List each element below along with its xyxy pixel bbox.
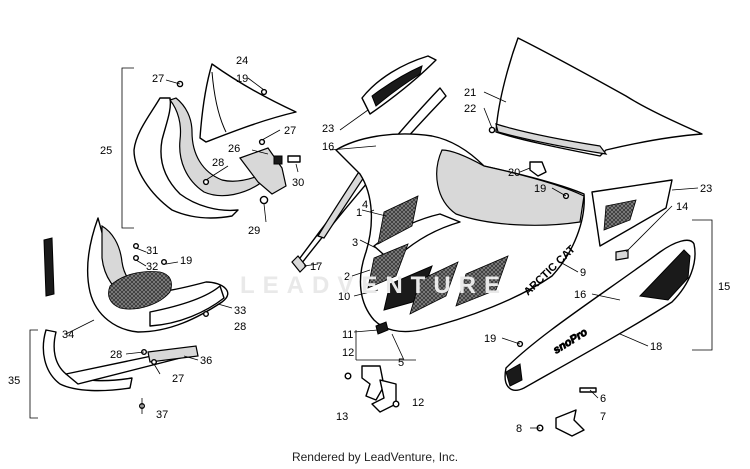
screw-12a[interactable] [344, 372, 352, 380]
hood-vent-left[interactable] [367, 243, 409, 289]
callout-34: 34 [62, 329, 74, 341]
hood-vent-upper[interactable] [377, 195, 419, 245]
hood-vent-right[interactable] [409, 261, 459, 315]
footer-credit: Rendered by LeadVenture, Inc. [291, 450, 459, 464]
windshield-lower-band [495, 123, 608, 155]
callout-20: 20 [508, 167, 520, 179]
callout-2: 2 [344, 271, 350, 283]
callout-32: 32 [146, 261, 158, 273]
bumper-plate-36[interactable] [147, 345, 199, 363]
callout-7: 7 [600, 411, 606, 423]
side-panel-tip [505, 363, 523, 387]
side-panel-dark-stripe [638, 249, 691, 301]
callout-36: 36 [200, 355, 212, 367]
callout-12: 12 [412, 397, 424, 409]
callout-15: 15 [718, 281, 730, 293]
callout-27: 27 [284, 125, 296, 137]
callout-33: 33 [234, 305, 246, 317]
upper-nose-cover[interactable] [133, 97, 239, 219]
hood-bracket-right[interactable] [371, 379, 397, 413]
side-vent-mesh [603, 199, 637, 231]
callout-16: 16 [322, 141, 334, 153]
callout-30: 30 [292, 177, 304, 189]
washer-29[interactable] [259, 195, 269, 205]
callout-29: 29 [248, 225, 260, 237]
callout-16: 16 [574, 289, 586, 301]
hood-bracket-left[interactable] [361, 365, 385, 401]
screw-22[interactable] [488, 126, 496, 134]
bolt-6[interactable] [579, 387, 597, 393]
callout-6: 6 [600, 393, 606, 405]
callout-18: 18 [650, 341, 662, 353]
hood-vent-far-right[interactable] [455, 255, 509, 307]
windshield[interactable] [495, 37, 703, 157]
callout-35: 35 [8, 375, 20, 387]
callout-1: 1 [356, 207, 362, 219]
callout-19: 19 [236, 73, 248, 85]
callout-28: 28 [212, 157, 224, 169]
screw-19a[interactable] [260, 88, 268, 96]
callout-26: 26 [228, 143, 240, 155]
leader-lines [65, 77, 699, 429]
callout-19: 19 [484, 333, 496, 345]
callout-13: 13 [336, 411, 348, 423]
upper-vent-dark [371, 65, 423, 107]
callout-4: 4 [362, 199, 368, 211]
callout-10: 10 [338, 291, 350, 303]
callout-23: 23 [700, 183, 712, 195]
headlight-cover-inner [211, 71, 227, 133]
bracket-7[interactable] [555, 409, 585, 437]
hood-windshield-recess [436, 149, 585, 226]
screw-31[interactable] [132, 242, 139, 249]
bracket-15 [692, 219, 713, 351]
callout-19: 19 [534, 183, 546, 195]
callout-24: 24 [236, 55, 248, 67]
callout-31: 31 [146, 245, 158, 257]
bracket-25 [121, 67, 134, 229]
callout-28: 28 [234, 321, 246, 333]
callout-3: 3 [352, 237, 358, 249]
callout-14: 14 [676, 201, 688, 213]
screw-28a[interactable] [202, 178, 210, 186]
callout-21: 21 [464, 87, 476, 99]
bracket-clip [273, 155, 283, 165]
screw-19b[interactable] [160, 259, 167, 266]
callout-9: 9 [580, 267, 586, 279]
callout-28: 28 [110, 349, 122, 361]
headlight-cover[interactable] [199, 63, 297, 143]
screw-32[interactable] [132, 254, 139, 261]
callout-22: 22 [464, 103, 476, 115]
side-panel-clip-14[interactable] [615, 249, 629, 261]
rivet-30[interactable] [287, 155, 301, 163]
trim-strip-34[interactable] [43, 237, 55, 297]
callout-27: 27 [152, 73, 164, 85]
windshield-bracket-20[interactable] [529, 161, 547, 177]
callout-27: 27 [172, 373, 184, 385]
callout-17: 17 [310, 261, 322, 273]
bracket-35 [29, 329, 38, 419]
callout-labels: 27 24 19 25 27 26 28 30 29 31 32 19 33 2… [8, 55, 730, 435]
callout-23: 23 [322, 123, 334, 135]
callout-37: 37 [156, 409, 168, 421]
side-panel-33[interactable] [149, 285, 225, 327]
side-body-panel[interactable] [504, 239, 696, 391]
callout-5: 5 [398, 357, 404, 369]
callout-11: 11 [342, 329, 353, 341]
screw-27b[interactable] [258, 138, 266, 146]
lower-air-intake-grille[interactable] [108, 271, 172, 310]
screw-12b[interactable] [392, 400, 400, 408]
callout-8: 8 [516, 423, 522, 435]
clip-11 [375, 321, 389, 335]
watermark: LEADVENTURE [240, 272, 509, 299]
front-bumper[interactable] [42, 329, 133, 392]
screw-27c[interactable] [150, 359, 157, 366]
callout-25: 25 [100, 145, 112, 157]
screw-28b[interactable] [202, 311, 209, 318]
callout-12: 12 [342, 347, 354, 359]
callout-19: 19 [180, 255, 192, 267]
